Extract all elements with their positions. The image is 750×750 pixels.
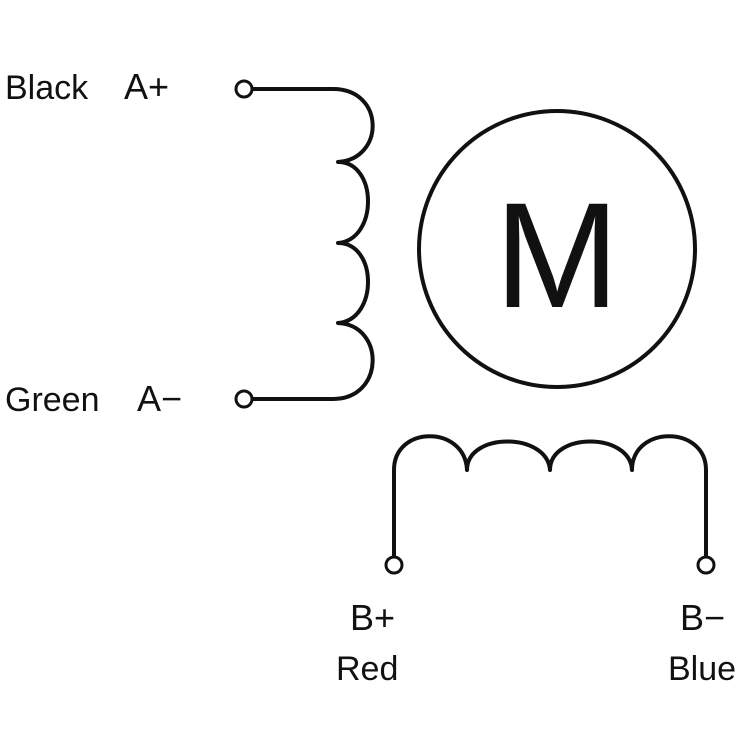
motor-circle <box>417 109 697 389</box>
b-plus-color-label: Red <box>336 650 399 688</box>
a-plus-polarity-label: A+ <box>124 66 170 107</box>
terminal-b-plus <box>384 555 404 575</box>
b-plus-polarity-label: B+ <box>350 597 396 638</box>
a-plus-color-label: Black <box>5 69 89 107</box>
terminal-a-plus <box>234 79 254 99</box>
coil-a-winding <box>250 87 375 401</box>
terminal-a-minus <box>234 389 254 409</box>
a-minus-polarity-label: A− <box>137 378 183 419</box>
coil-b-winding <box>392 434 708 557</box>
terminal-b-minus <box>696 555 716 575</box>
motor-symbol: M <box>495 171 620 339</box>
b-minus-polarity-label: B− <box>680 597 726 638</box>
a-minus-color-label: Green <box>5 381 100 419</box>
b-minus-color-label: Blue <box>668 650 737 688</box>
